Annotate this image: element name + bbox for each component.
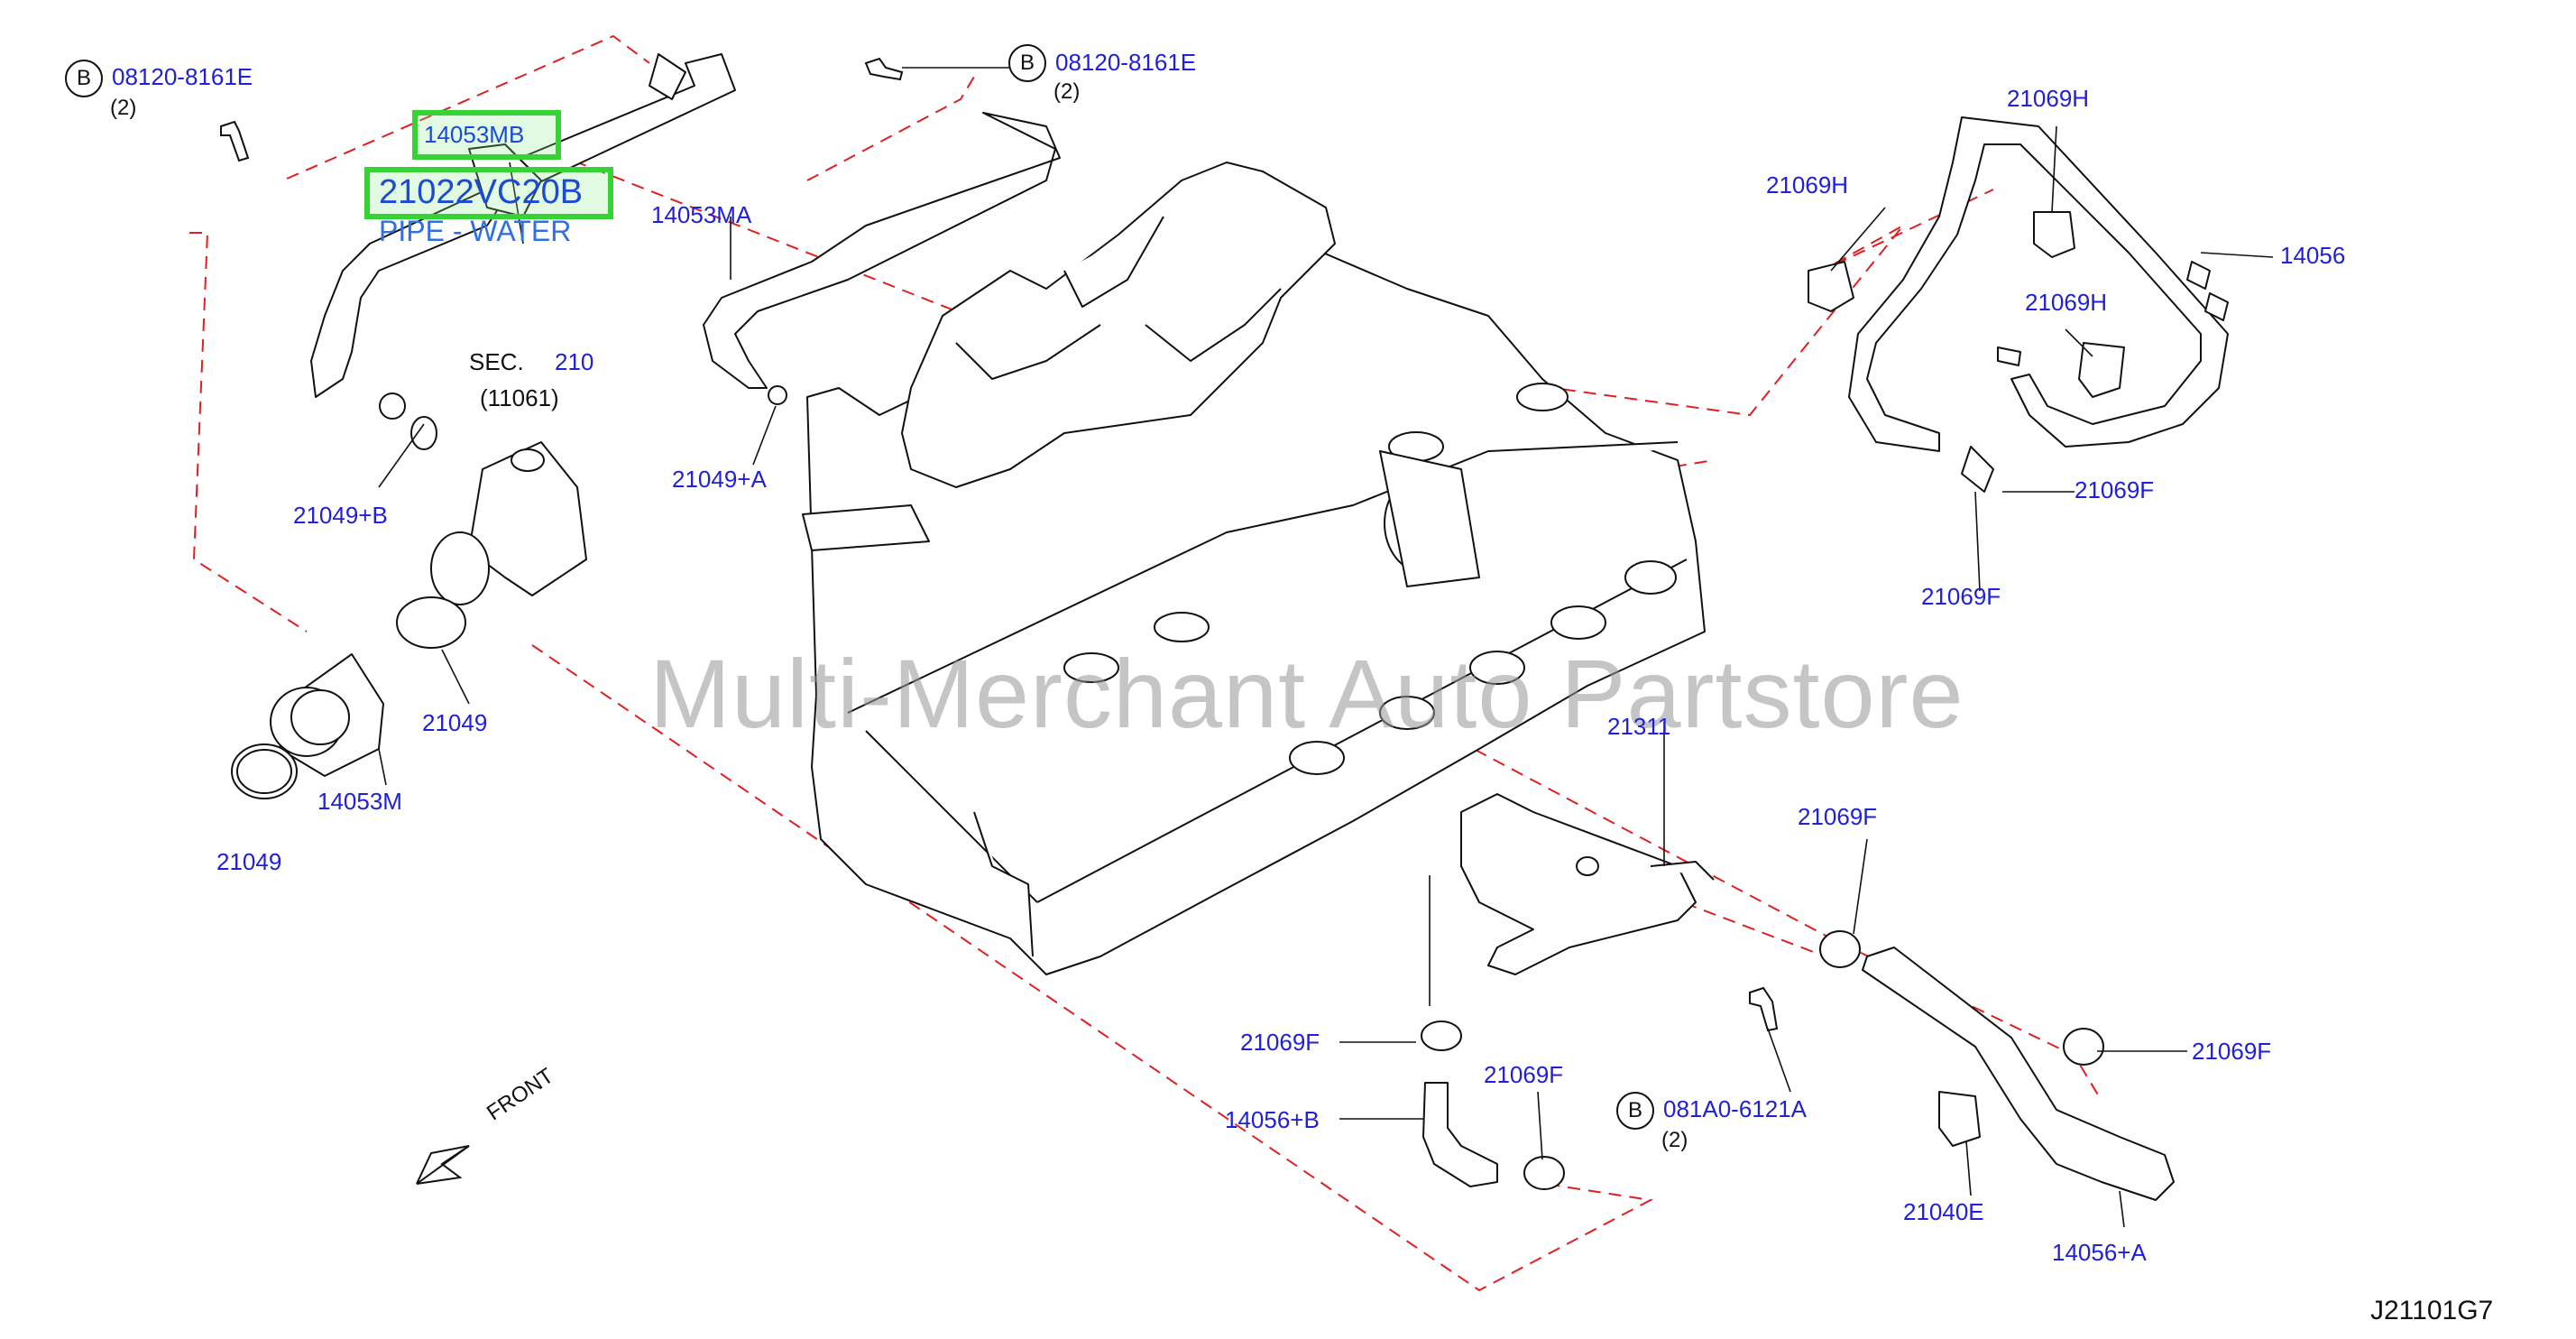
pipe-14053MA xyxy=(703,112,1061,405)
part-number-21069H[interactable]: 21069H xyxy=(2025,289,2108,316)
part-number-21049A[interactable]: 21049+A xyxy=(672,466,767,493)
front-arrow xyxy=(416,1145,470,1185)
section-number-link[interactable]: 210 xyxy=(555,348,594,375)
part-number-21069H[interactable]: 21069H xyxy=(2007,85,2090,112)
section-subref: (11061) xyxy=(480,384,559,411)
quantity-label: (2) xyxy=(1661,1128,1688,1152)
highlight-box-upper xyxy=(412,110,561,160)
part-number-14056A[interactable]: 14056+A xyxy=(2052,1239,2147,1266)
bolt-symbol-b: B xyxy=(1616,1092,1654,1130)
clips-21069H xyxy=(1808,211,2125,398)
hose-14056B xyxy=(1421,1020,1565,1190)
part-number-21069F[interactable]: 21069F xyxy=(1921,583,2001,610)
part-description-pipe-water: PIPE - WATER xyxy=(379,215,572,247)
part-number-21069F[interactable]: 21069F xyxy=(2192,1038,2272,1065)
part-number-08120-8161E[interactable]: 08120-8161E xyxy=(1055,49,1197,76)
part-number-21049[interactable]: 21049 xyxy=(422,709,488,736)
part-number-08120-8161E[interactable]: 08120-8161E xyxy=(112,63,253,90)
part-number-081A0-6121A[interactable]: 081A0-6121A xyxy=(1663,1095,1808,1122)
section-prefix: SEC. xyxy=(469,348,524,375)
part-number-14056B[interactable]: 14056+B xyxy=(1225,1106,1320,1133)
bolts xyxy=(220,57,1779,1032)
hose-14056 xyxy=(1848,116,2229,493)
quantity-label: (2) xyxy=(110,96,137,120)
part-number-21069F[interactable]: 21069F xyxy=(1798,803,1878,830)
part-number-14053MB[interactable]: 14053MB xyxy=(424,121,525,148)
water-pipe-assembly xyxy=(310,53,736,450)
part-number-14056[interactable]: 14056 xyxy=(2280,242,2346,269)
part-number-21049[interactable]: 21049 xyxy=(216,848,282,875)
part-number-21311[interactable]: 21311 xyxy=(1607,713,1671,740)
hose-14056A xyxy=(1819,930,2175,1201)
bolt-symbol-b: B xyxy=(65,60,103,97)
part-number-21049B[interactable]: 21049+B xyxy=(293,502,388,529)
part-number-21040E[interactable]: 21040E xyxy=(1903,1198,1984,1225)
highlight-box-main xyxy=(364,167,613,219)
part-number-14053M[interactable]: 14053M xyxy=(317,788,402,815)
intake-manifold xyxy=(802,162,1480,587)
part-number-21069F[interactable]: 21069F xyxy=(1240,1029,1320,1056)
water-outlet-housing xyxy=(231,441,587,799)
part-number-21069H[interactable]: 21069H xyxy=(1766,171,1849,199)
bracket-21311 xyxy=(1460,793,1715,975)
bolt-symbol-b: B xyxy=(1008,44,1046,82)
diagram-id: J21101G7 xyxy=(2370,1296,2494,1325)
part-number-21022VC20B[interactable]: 21022VC20B xyxy=(379,173,584,211)
part-number-21069F[interactable]: 21069F xyxy=(1484,1061,1564,1088)
quantity-label: (2) xyxy=(1053,79,1081,104)
watermark-text: Multi-Merchant Auto Partstore xyxy=(649,639,1964,748)
part-number-21069F[interactable]: 21069F xyxy=(2075,476,2155,503)
part-number-14053MA[interactable]: 14053MA xyxy=(651,201,752,228)
